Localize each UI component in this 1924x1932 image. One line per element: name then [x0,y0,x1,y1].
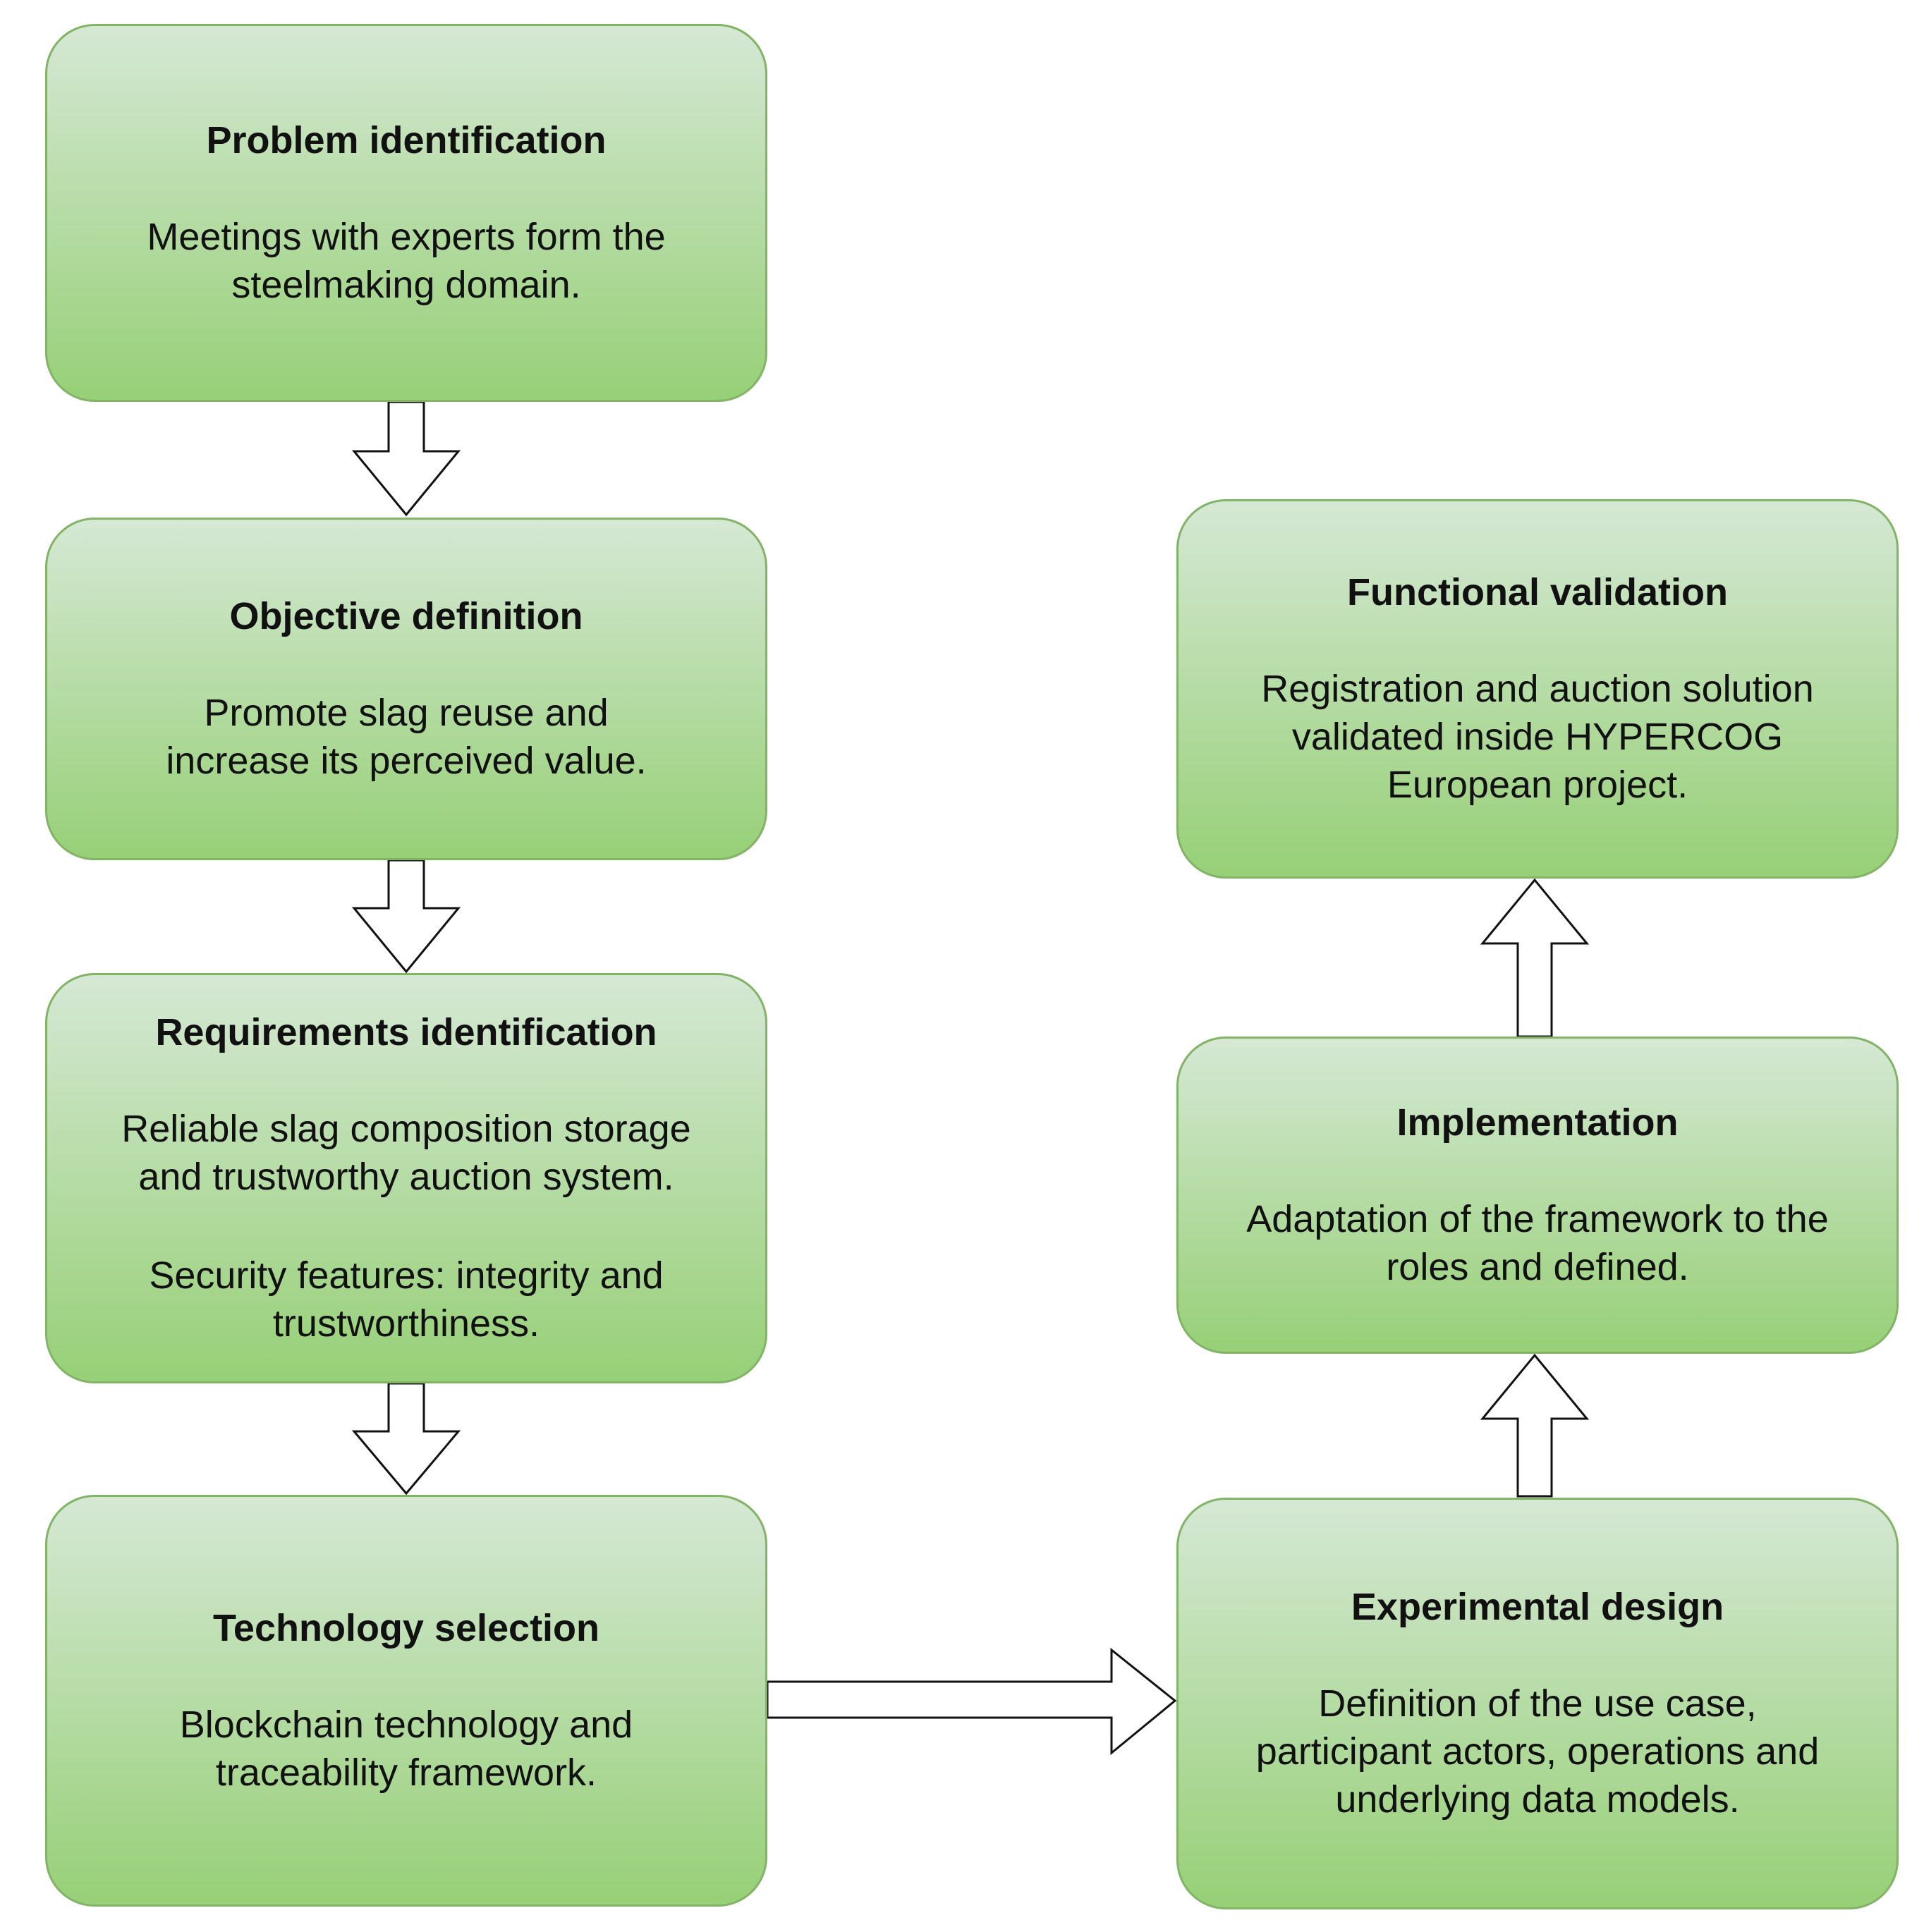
arrow-experimental-to-implementation [1480,1353,1590,1498]
node-description-line: Registration and auction solution [1261,668,1814,710]
arrow-technology-to-experimental [766,1647,1177,1756]
node-title: Implementation [1396,1101,1679,1144]
node-description: Blockchain technology and traceability f… [180,1701,633,1797]
node-functional-validation: Functional validation Registration and a… [1176,499,1899,879]
arrow-objective-to-requirements [351,859,461,974]
node-description-line: traceability framework. [215,1751,597,1794]
node-description-line: validated inside HYPERCOG [1291,716,1784,758]
node-description-line: participant actors, operations and [1255,1730,1820,1773]
node-title: Technology selection [212,1607,600,1649]
node-description: Meetings with experts form the steelmaki… [147,213,665,309]
node-description-line: roles and defined. [1386,1246,1689,1288]
node-description-line: Promote slag reuse and [204,692,609,734]
node-description-line: Meetings with experts form the [147,216,666,258]
arrow-problem-to-objective [351,401,461,517]
node-description-line: Definition of the use case, [1318,1682,1757,1725]
node-description-line: and trustworthy auction system. [138,1156,674,1198]
node-objective-definition: Objective definition Promote slag reuse … [45,518,767,860]
node-description-line: Reliable slag composition storage [121,1108,691,1150]
arrow-requirements-to-technology [351,1382,461,1496]
node-description-line: trustworthiness. [272,1302,540,1345]
node-technology-selection: Technology selection Blockchain technolo… [45,1495,767,1907]
node-experimental-design: Experimental design Definition of the us… [1176,1498,1899,1909]
node-description-line: underlying data models. [1335,1778,1740,1821]
node-description: Registration and auction solution valida… [1261,665,1814,809]
node-title: Objective definition [229,595,583,637]
node-description-line: Adaptation of the framework to the [1246,1198,1829,1240]
node-description: Reliable slag composition storage and tr… [121,1105,690,1201]
node-description: Definition of the use case, participant … [1256,1680,1819,1823]
node-title: Problem identification [206,119,607,161]
node-requirements-identification: Requirements identification Reliable sla… [45,973,767,1383]
node-description-line: increase its perceived value. [166,740,647,782]
node-description: Adaptation of the framework to the roles… [1246,1195,1828,1291]
node-implementation: Implementation Adaptation of the framewo… [1176,1037,1899,1354]
node-description-line: Blockchain technology and [179,1704,633,1746]
node-problem-identification: Problem identification Meetings with exp… [45,24,767,402]
node-title: Functional validation [1346,571,1729,613]
node-description-secondary: Security features: integrity and trustwo… [149,1252,663,1347]
node-description: Promote slag reuse and increase its perc… [166,689,646,785]
node-title: Experimental design [1351,1586,1724,1628]
node-description-line: European project. [1387,764,1688,806]
node-description-line: Security features: integrity and [149,1254,664,1297]
node-description-line: steelmaking domain. [231,264,581,306]
node-title: Requirements identification [155,1011,657,1053]
arrow-implementation-to-validation [1480,878,1590,1038]
